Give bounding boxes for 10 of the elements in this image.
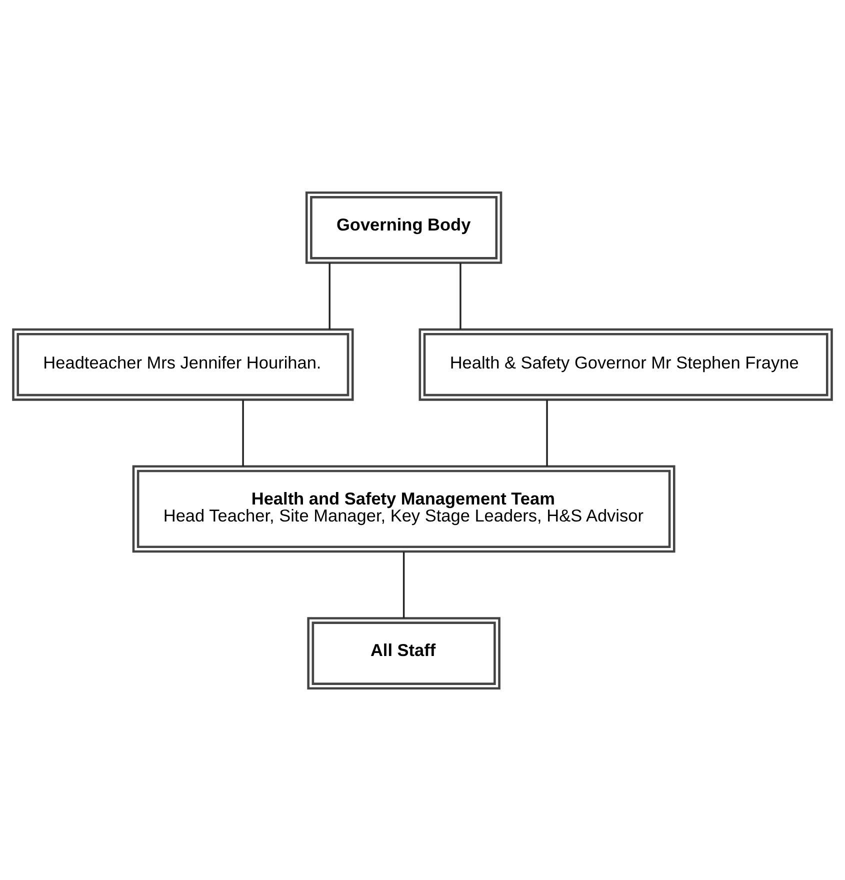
node-box: Headteacher Mrs Jennifer Hourihan. (12, 328, 354, 400)
node-box: Health & Safety Governor Mr Stephen Frayne (418, 328, 833, 400)
connector (242, 399, 244, 466)
connector (328, 262, 330, 329)
connector (546, 399, 548, 466)
node-box: Governing Body (305, 190, 502, 264)
connector (402, 551, 405, 618)
node-box: All Staff (307, 616, 500, 690)
connector (460, 262, 462, 329)
node-box: Health and Safety Management Team Head Teacher, Site Manager, Key Stage Leaders, H&S Advisor (132, 464, 676, 552)
